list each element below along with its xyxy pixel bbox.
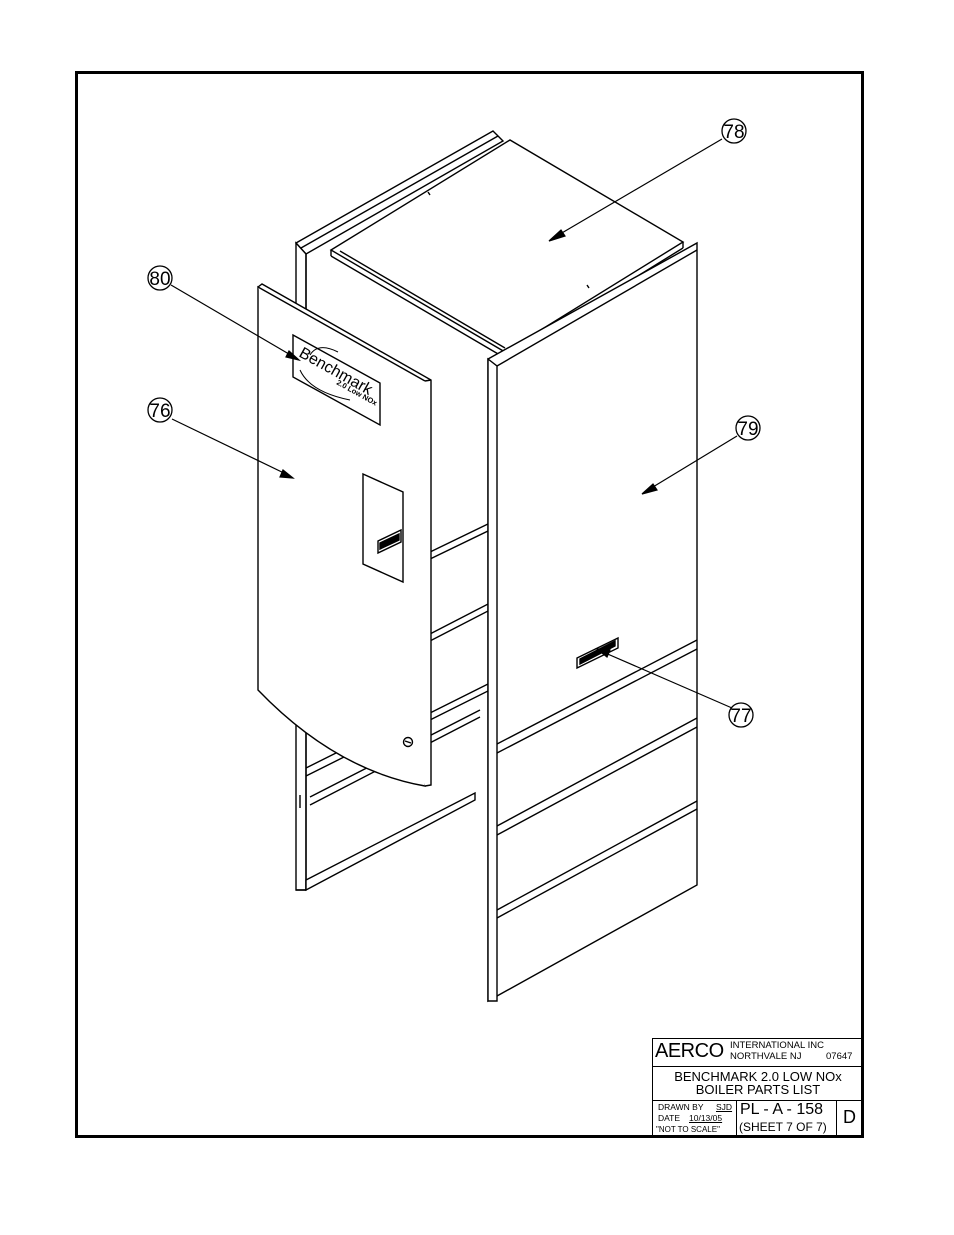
title-block-info-row: DRAWN BY SJD DATE 10/13/05 "NOT TO SCALE… (653, 1101, 863, 1137)
drawing-number: PL - A - 158 (740, 1101, 824, 1118)
svg-text:80: 80 (149, 269, 170, 290)
right-side-panel (487, 241, 698, 1003)
company-line-1: INTERNATIONAL INC (730, 1040, 824, 1051)
callout-80: 80 (147, 265, 173, 291)
leader-lines (170, 138, 738, 709)
callout-79: 79 (735, 415, 761, 441)
svg-text:78: 78 (723, 122, 744, 143)
drawing-title-line-2: BOILER PARTS LIST (695, 1082, 821, 1097)
svg-text:77: 77 (730, 706, 751, 727)
title-block-title-row: BENCHMARK 2.0 LOW NOx BOILER PARTS LIST (653, 1067, 863, 1101)
drawing-title-line-1: BENCHMARK 2.0 LOW NOx (674, 1069, 842, 1084)
date-label: DATE (658, 1113, 681, 1123)
callout-78: 78 (721, 118, 747, 144)
company-zip: 07647 (826, 1051, 853, 1062)
callout-77: 77 (728, 702, 754, 728)
drawn-by-label: DRAWN BY (658, 1102, 704, 1112)
revision-letter: D (843, 1107, 856, 1127)
title-block-drawn-cell: DRAWN BY SJD DATE 10/13/05 "NOT TO SCALE… (653, 1101, 737, 1137)
callout-76: 76 (147, 397, 173, 423)
scale-note: "NOT TO SCALE" (656, 1125, 720, 1134)
top-panel (329, 139, 685, 359)
date-value: 10/13/05 (689, 1113, 723, 1123)
drawn-by-value: SJD (716, 1102, 733, 1112)
sheet-number: (SHEET 7 OF 7) (739, 1120, 827, 1134)
front-door-panel (257, 283, 432, 787)
title-block-number-cell: PL - A - 158 (SHEET 7 OF 7) (737, 1101, 837, 1137)
svg-text:76: 76 (149, 401, 170, 422)
drawing-sheet-border (75, 71, 864, 1138)
title-block-company-row: AERCO INTERNATIONAL INC NORTHVALE NJ 076… (653, 1039, 863, 1067)
company-name: AERCO (655, 1040, 724, 1062)
title-block: AERCO INTERNATIONAL INC NORTHVALE NJ 076… (652, 1038, 863, 1137)
svg-text:79: 79 (737, 419, 758, 440)
company-line-2: NORTHVALE NJ (730, 1051, 802, 1062)
